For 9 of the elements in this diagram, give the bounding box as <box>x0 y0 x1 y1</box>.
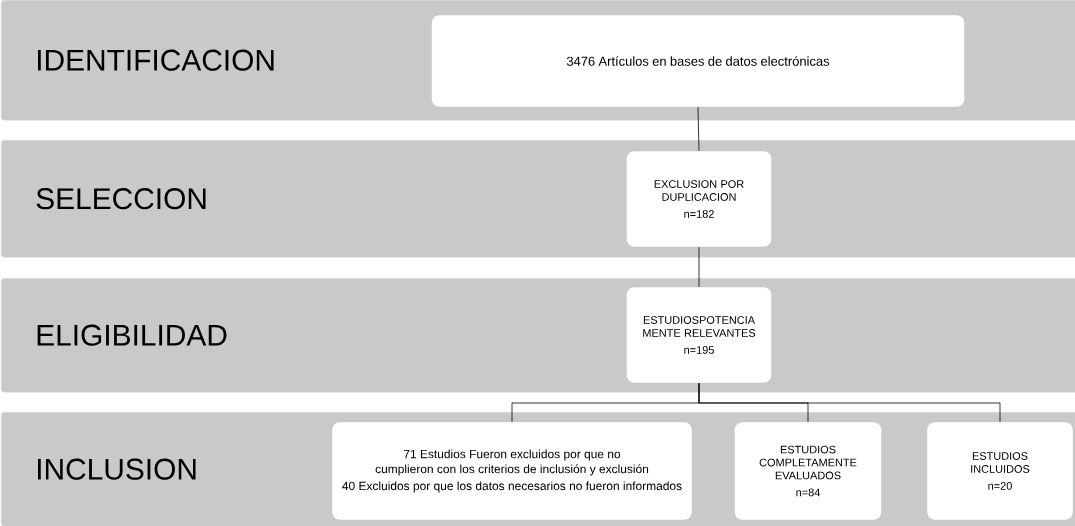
process-box: 3476 Artículos en bases de datos electrónicas <box>431 14 965 108</box>
process-box: ESTUDIOSPOTENCIA MENTE RELEVANTES n=195 <box>626 286 772 384</box>
connector <box>697 106 700 152</box>
process-box: 71 Estudios Fueron excluidos por que no cumplieron con los criterios de inclusión y exclusión 40 Excluidos por que los datos necesarios no fueron informados <box>331 421 693 521</box>
process-box: EXCLUSION POR DUPLICACION n=182 <box>626 150 772 248</box>
connector <box>698 382 1001 423</box>
process-box: ESTUDIOS INCLUIDOS n=20 <box>926 421 1074 521</box>
process-box: ESTUDIOS COMPLETAMENTE EVALUADOS n=84 <box>734 421 882 521</box>
connector <box>698 246 700 288</box>
